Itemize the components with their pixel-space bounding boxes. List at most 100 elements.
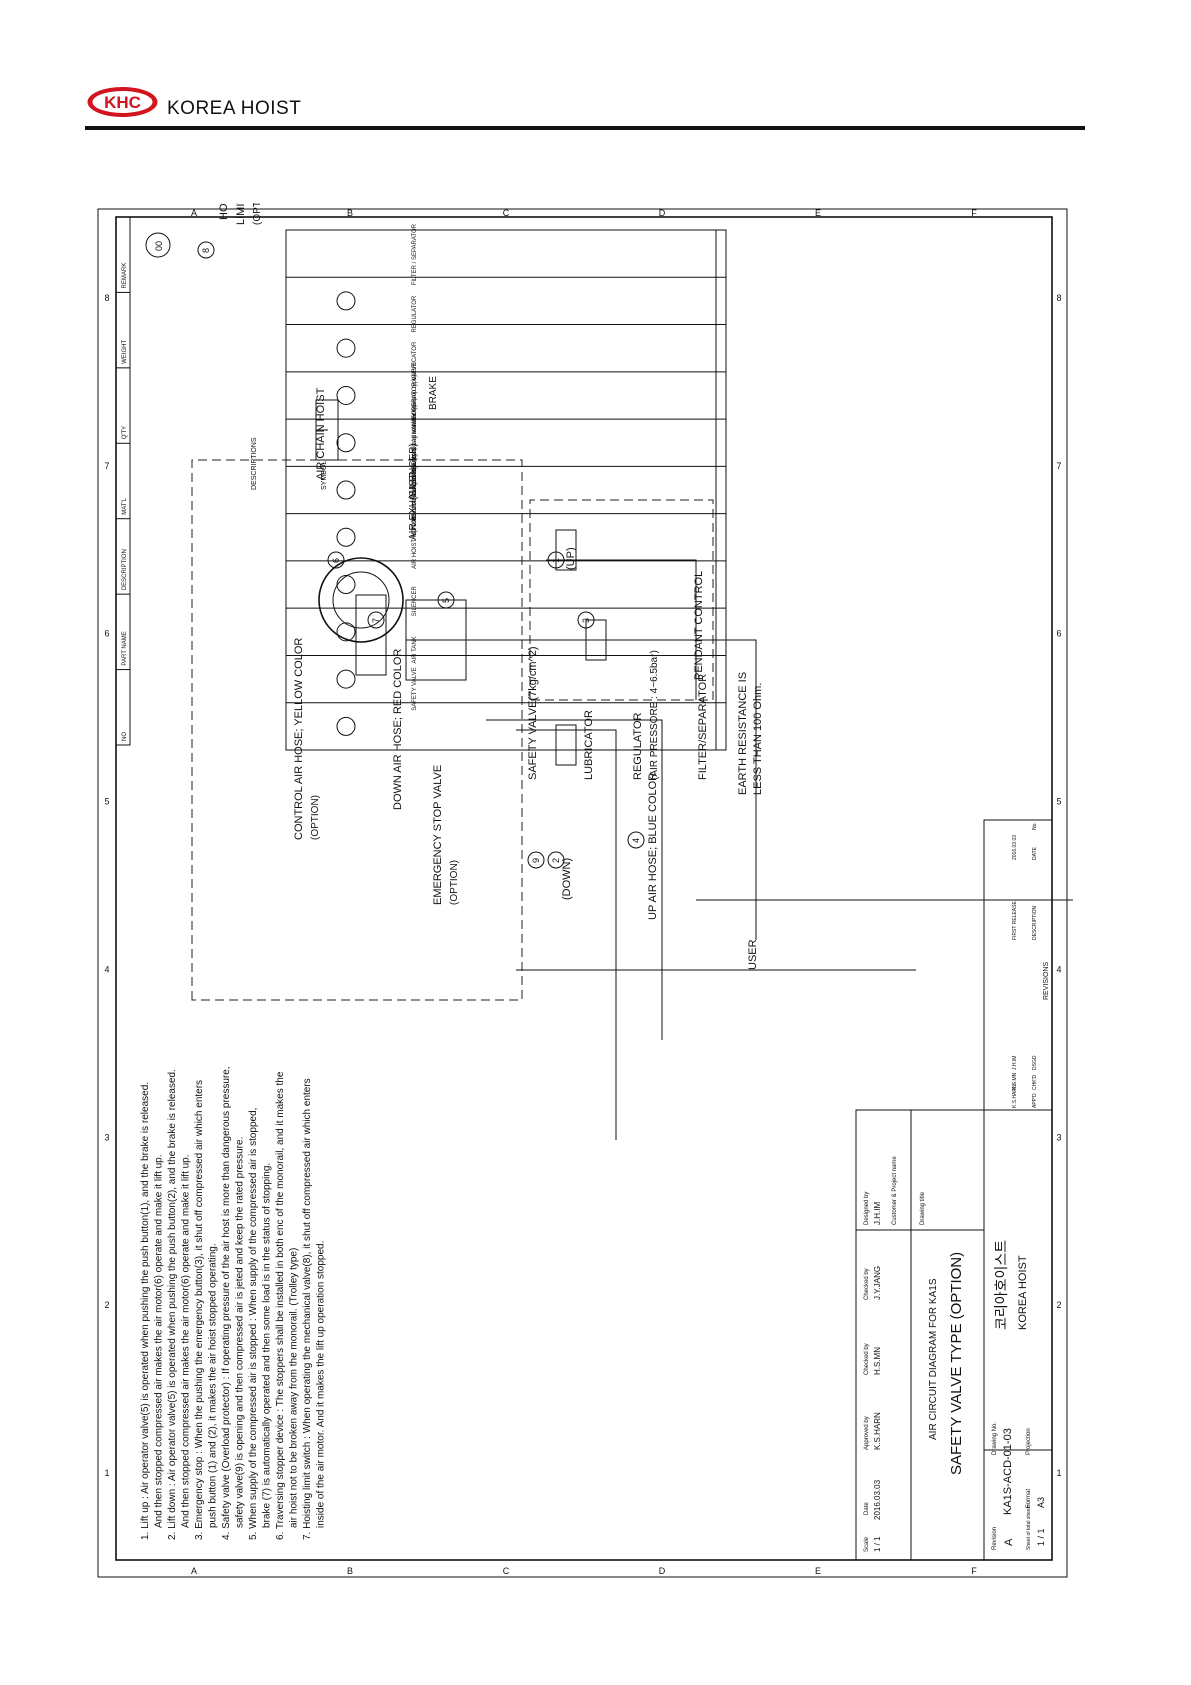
rev-no-label: No. (1032, 822, 1038, 830)
legend-description: FILTER / SEPARATOR (412, 223, 418, 285)
legend-row: AIR TANK (336, 636, 418, 689)
note-line: And then stopped compressed air makes th… (154, 1154, 165, 1528)
column-label-right: 7 (1056, 461, 1061, 471)
legend-row: SAFETY VALVE (336, 667, 418, 736)
drawing-title: SAFETY VALVE TYPE (OPTION) (948, 1252, 965, 1475)
note-line: 7. Hoisting limit switch : When operatin… (302, 1078, 313, 1540)
company-en: KOREA HOIST (1017, 1255, 1029, 1330)
date-label: Date (864, 1502, 870, 1515)
chkd-value: K.S.MN (1012, 1072, 1018, 1090)
legend-row: MECHANICAL VALVE(Emergency 3 way selecto… (336, 398, 418, 500)
rev-desc-label: DESCRIPTION (1032, 905, 1038, 940)
parts-list-header: Q'TY (122, 426, 128, 439)
legend-row: SILENCER (336, 586, 418, 642)
circuit-marker: 3 (577, 611, 595, 629)
svg-text:3: 3 (581, 618, 591, 623)
hoist-box: AIR CHAIN HOIST AIR EXHAUST (SILENCER) B… (191, 376, 523, 1001)
column-label-left: 2 (104, 1300, 109, 1310)
drawing-no-label: Drawing No. (992, 1422, 998, 1455)
column-label-right: 3 (1056, 1132, 1061, 1142)
up-label: (UP) (565, 547, 577, 570)
zone-label-top: F (971, 208, 977, 218)
emergency-stop-label: EMERGENCY STOP VALVE (432, 765, 444, 905)
air-tank-icon (336, 669, 356, 689)
filter-separator-label: FILTER/SEPARATOR (697, 674, 709, 780)
note-line: 3. Emergency stop : When the pushing the… (194, 1080, 205, 1540)
legend-desc-header: DESCRIPTIONS (251, 437, 258, 490)
filter-separator-icon (336, 291, 356, 311)
sheet-label: Sheet of total sheets (1026, 1504, 1032, 1550)
air-exhaust-label: AIR EXHAUST (408, 473, 419, 540)
parts-list-header: NO (122, 732, 128, 741)
circuit-marker: 7 (367, 611, 385, 629)
header-rule (85, 126, 1085, 130)
note-line: push button (1) and (2), it makes the ai… (208, 1243, 219, 1528)
scale-label: Scale (864, 1536, 870, 1552)
column-label-right: 5 (1056, 797, 1061, 807)
svg-text:2: 2 (551, 858, 561, 863)
column-label-left: 5 (104, 797, 109, 807)
emergency-stop-option: (OPTION) (449, 860, 460, 905)
safety-valve-label: SAFETY VALVE(7kg/cm^2) (527, 646, 539, 780)
circuit-marker: 6 (327, 551, 345, 569)
outer-frame (97, 208, 1068, 1578)
legend-description: (Intermediate stop type) (412, 375, 418, 438)
legend-description: (Push button 3 way button type) (412, 448, 418, 533)
legend-row: AIR HOIST MOTOR (336, 514, 418, 595)
circuit-marker: 2 (547, 851, 565, 869)
checked-by-label: Checked by (864, 1268, 870, 1300)
brake-label: BRAKE (428, 376, 439, 410)
svg-text:5: 5 (441, 598, 451, 603)
first-release: FIRST RELEASE (1012, 901, 1018, 940)
legend-description: REGULATOR (412, 295, 418, 332)
air-pressure-label: (AIR PRESSORE : 4~6.5bar) (649, 650, 660, 780)
zone-label-top: D (659, 208, 666, 218)
drawing-no: KA1S-ACD-01-03 (1002, 1428, 1014, 1515)
silencer-icon (336, 622, 356, 642)
column-label-left: 3 (104, 1132, 109, 1142)
rev-date-label: DATE (1032, 846, 1038, 860)
legend-row: AIR OPERATOR VALVE(Intermediate stop typ… (336, 362, 418, 453)
zone-label-bottom: C (503, 1566, 510, 1576)
note-line: 1. Lift up : Air operator valve(5) is op… (140, 1082, 151, 1540)
column-label-left: 6 (104, 629, 109, 639)
regulator-label: REGULATOR (632, 713, 644, 780)
parts-list-header: PART NAME (122, 631, 128, 665)
down-air-hose-label: DOWN AIR HOSE; RED COLOR (392, 649, 404, 810)
svg-text:6: 6 (331, 558, 341, 563)
legend-description: AIR OPERATOR VALVE (412, 362, 418, 427)
format-value: A3 (1036, 1497, 1046, 1508)
rev-date: 2016.03.03 (1012, 835, 1018, 860)
control-air-hose-option: (OPTION) (310, 795, 321, 840)
earth-resistance-2: LESS THAN 100 Ohm. (752, 683, 764, 795)
legend-table: FILTER / SEPARATORREGULATORLUBRICATORAIR… (251, 223, 727, 751)
legend-row: MECHANICAL VALVE(Push button 3 way butto… (336, 448, 418, 547)
circuit-marker: 8 (197, 241, 215, 259)
notes-block: 1. Lift up : Air operator valve(5) is op… (140, 1066, 327, 1540)
sheet-number: 00 (154, 241, 164, 251)
lubricator-icon (336, 385, 356, 405)
legend-description: AIR HOIST MOTOR (412, 514, 418, 568)
revision-label: Revision (992, 1527, 998, 1550)
title-block: Designed by J.H.IM Checked by J.Y.JANG C… (855, 819, 1053, 1561)
zone-label-top: B (347, 208, 353, 218)
drawing-subtitle: AIR CIRCUIT DIAGRAM FOR KA1S (928, 1278, 939, 1440)
regulator-icon (336, 338, 356, 358)
mechanical-valve-push-icon (336, 527, 356, 547)
note-line: 5. When supply of the compressed air is … (248, 1108, 259, 1540)
limit-valve-label: LIMIT VALVE (235, 203, 247, 225)
date-value: 2016.03.03 (873, 1479, 882, 1520)
khc-logo: KHC (87, 87, 158, 117)
down-label: (DOWN) (561, 858, 573, 900)
chkd-label: CHK'D (1032, 1074, 1038, 1090)
svg-text:4: 4 (631, 838, 641, 843)
note-line: inside of the air motor. And it makes th… (316, 1241, 327, 1528)
pendant-control-label: PENDANT CONTROL (693, 571, 705, 680)
parts-list-header: MAT'L (122, 497, 128, 514)
circuit-marker: 4 (627, 831, 645, 849)
note-line: safety valve(9) is opening and then comp… (235, 1137, 246, 1528)
legend-description: (Emergency 3 way selector type) (412, 398, 418, 485)
